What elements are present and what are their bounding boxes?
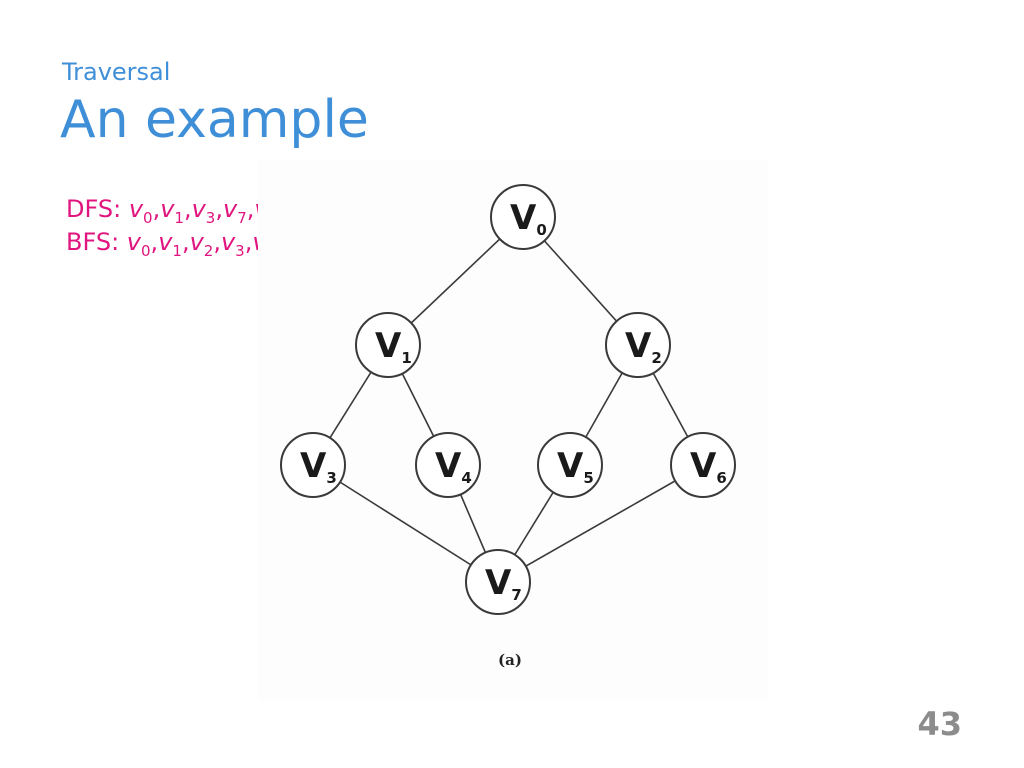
order-vertex: v1 [158, 228, 182, 260]
graph-node-v2: V2 [605, 312, 671, 378]
order-label: DFS: [66, 195, 129, 223]
graph-node-v5: V5 [537, 432, 603, 498]
order-vertex: v2 [189, 228, 214, 260]
order-vertex: v3 [191, 195, 216, 227]
order-vertex: v0 [128, 195, 153, 227]
graph-node-v4: V4 [415, 432, 481, 498]
graph-node-v3: V3 [280, 432, 346, 498]
order-vertex: v1 [160, 195, 184, 227]
order-vertex: v0 [126, 228, 151, 260]
figure-caption: (a) [498, 651, 522, 669]
order-vertex: v7 [222, 195, 247, 227]
graph-edge [312, 464, 499, 583]
graph-node-v7: V7 [465, 549, 531, 615]
graph-edge [497, 464, 704, 583]
slide-title: An example [60, 90, 369, 150]
graph-node-v1: V1 [355, 312, 421, 378]
graph-node-v6: V6 [670, 432, 736, 498]
page-number: 43 [917, 705, 962, 743]
order-vertex: v3 [220, 228, 245, 260]
slide-subtitle: Traversal [62, 58, 171, 86]
order-label: BFS: [66, 228, 127, 256]
graph-node-v0: V0 [490, 184, 556, 250]
